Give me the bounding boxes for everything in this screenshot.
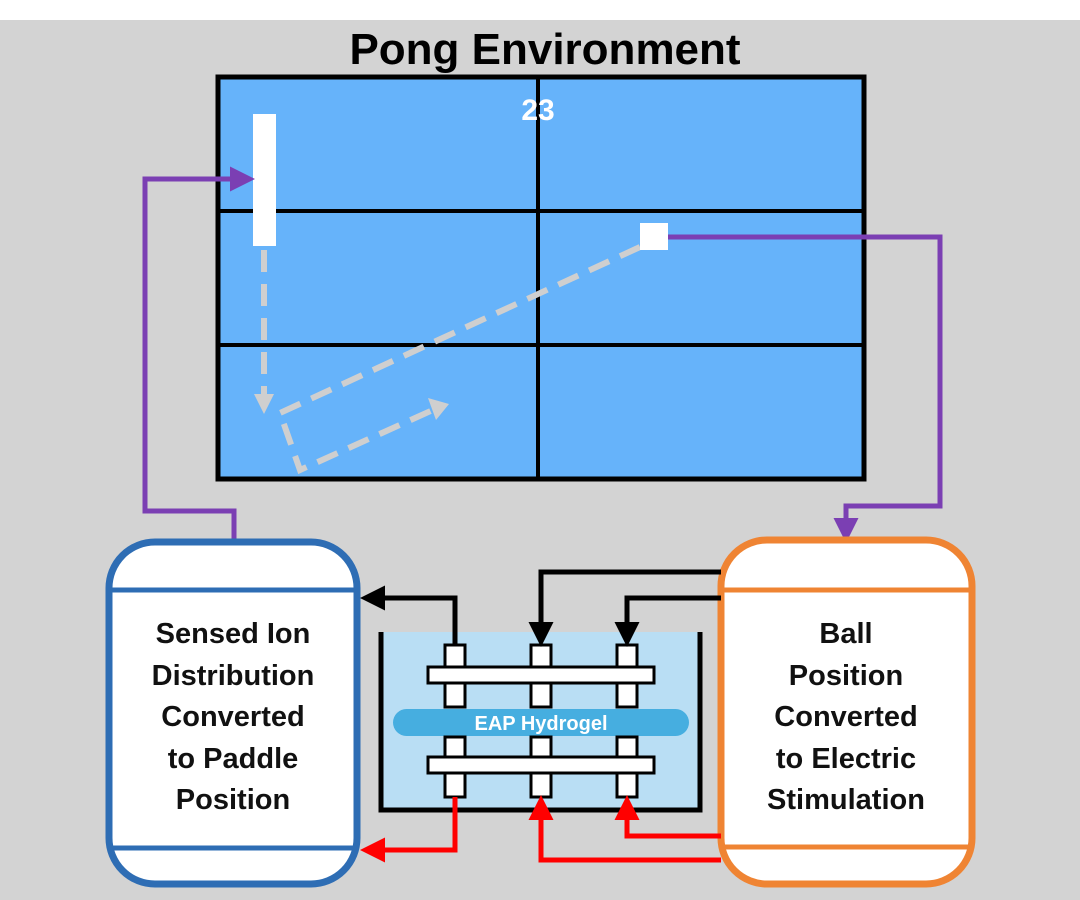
ion-distribution-box: Sensed Ion Distribution Converted to Pad… [105, 538, 361, 888]
electrode-2-top-cap [529, 643, 553, 669]
electrode-3-bottom-cap [615, 771, 639, 799]
left-box-line-5: Position [176, 784, 290, 816]
paddle-feedback-arrow [142, 166, 255, 540]
hydrogel-label: EAP Hydrogel [475, 713, 608, 735]
electrode-3-top-cap [615, 643, 639, 669]
ball-trajectory [261, 244, 642, 475]
electrode-3-lower [615, 735, 639, 759]
electrode-3-upper [615, 681, 639, 709]
right-box-line-2: Position [789, 660, 903, 692]
hydrogel-strip [393, 709, 689, 736]
right-box-outline [717, 536, 976, 888]
left-box-line-1: Sensed Ion [156, 618, 311, 650]
electrode-1-lower [443, 735, 467, 759]
red-input-arrow-1 [528, 795, 721, 863]
electrode-2-bottom-cap [529, 771, 553, 799]
paddle-path-arrowhead [254, 394, 274, 414]
ball-position-arrow [668, 234, 943, 543]
score-display: 23 [521, 94, 554, 127]
bottom-electrode-rail [426, 755, 656, 775]
right-box-line-4: to Electric [776, 743, 916, 775]
ball-path-arrowhead [428, 398, 449, 420]
sense-output-arrow [360, 585, 458, 645]
red-output-arrow [360, 797, 458, 863]
electrode-2-upper [529, 681, 553, 709]
electrode-2-lower [529, 735, 553, 759]
hydrogel-bath: EAP Hydrogel [378, 632, 703, 813]
ball-path-diagonal [276, 244, 642, 475]
stimulus-input-arrow-1 [528, 569, 721, 647]
paddle [253, 114, 276, 246]
right-box-line-5: Stimulation [767, 784, 925, 816]
right-box-line-3: Converted [774, 701, 917, 733]
electrode-1-upper [443, 681, 467, 709]
electrode-1-bottom-cap [443, 771, 467, 799]
diagram-title: Pong Environment [349, 25, 740, 74]
stimulus-input-arrow-2 [614, 595, 721, 647]
electric-stimulation-box: Ball Position Converted to Electric Stim… [717, 536, 976, 888]
electrode-1-top-cap [443, 643, 467, 669]
pong-field: 23 [215, 74, 867, 482]
ball [640, 223, 668, 250]
left-box-line-4: to Paddle [168, 743, 299, 775]
pong-field-area [215, 74, 867, 482]
left-box-line-2: Distribution [152, 660, 315, 692]
top-electrode-rail [426, 665, 656, 685]
red-input-arrow-2 [614, 795, 721, 839]
left-box-outline [105, 538, 361, 888]
right-box-line-1: Ball [819, 618, 872, 650]
left-box-line-3: Converted [161, 701, 304, 733]
